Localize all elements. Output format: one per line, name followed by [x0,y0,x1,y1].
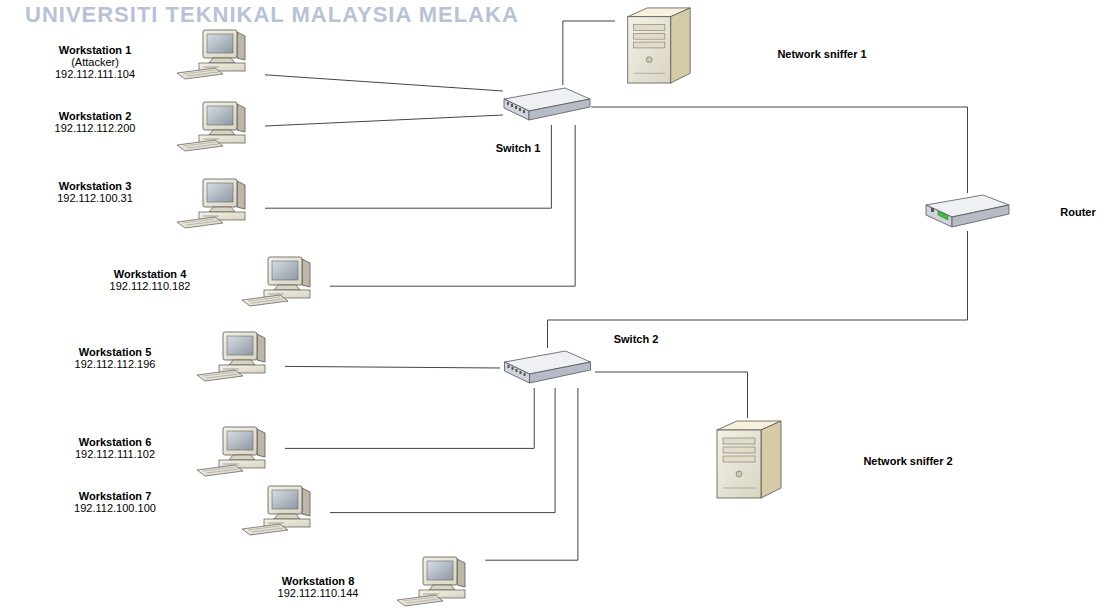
node-name: Switch 2 [614,333,659,345]
node-name: Workstation 6 [75,436,155,448]
workstation-node: Workstation 4192.112.110.182 [240,255,330,307]
network-cable [563,21,615,85]
node-name: Workstation 3 [57,180,133,192]
network-cable [285,366,500,368]
node-label: Workstation 4192.112.110.182 [108,268,193,292]
ip-address: 192.112.100.100 [74,502,156,514]
network-cable [265,115,503,126]
network-cable [591,107,968,193]
workstation-node: Workstation 2192.112.112.200 [175,100,265,152]
node-label: Workstation 7192.112.100.100 [72,490,158,514]
sniffer-node: Network sniffer 1 [615,5,700,85]
sniffer-node: Network sniffer 2 [705,418,790,500]
switch-node: Switch 2 [500,348,595,388]
node-name: Router [1060,206,1095,218]
ip-address: 192.112.112.196 [75,358,156,370]
server-icon [705,418,790,500]
switch-node: Switch 1 [503,85,591,125]
node-name: Workstation 5 [75,346,156,358]
network-cable [265,125,551,208]
ip-address: 192.112.100.31 [57,192,133,204]
ip-address: 192.112.112.200 [55,122,136,134]
network-cable [485,388,578,560]
node-name: Workstation 2 [55,110,136,122]
node-name: Network sniffer 1 [777,48,866,60]
server-icon [615,5,700,85]
node-name: Switch 1 [496,142,541,154]
node-label: Switch 2 [612,333,661,345]
ip-address: 192.112.110.144 [278,587,359,599]
node-label: Workstation 1(Attacker)192.112.111.104 [53,44,137,80]
node-name: Network sniffer 2 [863,455,952,467]
workstation-icon [175,28,265,80]
workstation-icon [240,255,330,307]
node-label: Switch 1 [494,142,543,154]
workstation-node: Workstation 6192.112.111.102 [195,425,285,477]
node-label: Router [1058,206,1097,218]
switch-icon [500,348,595,388]
node-label: Workstation 8192.112.110.144 [276,575,361,599]
network-cable [595,372,748,418]
node-label: Workstation 3192.112.100.31 [55,180,135,204]
node-label: Workstation 2192.112.112.200 [53,110,138,134]
switch-icon [503,85,591,125]
ip-address: 192.112.111.104 [55,68,135,80]
workstation-icon [175,177,265,229]
workstation-node: Workstation 7192.112.100.100 [240,484,330,536]
workstation-node: Workstation 8192.112.110.144 [395,555,485,607]
network-cable [330,388,555,513]
workstation-icon [175,100,265,152]
node-name: Workstation 8 [278,575,359,587]
watermark-text: UNIVERSITI TEKNIKAL MALAYSIA MELAKA [25,3,519,27]
network-cable [330,125,575,286]
network-cable [285,388,534,448]
node-note: (Attacker) [55,56,135,68]
ip-address: 192.112.111.102 [75,448,155,460]
workstation-node: Workstation 3192.112.100.31 [175,177,265,229]
workstation-icon [195,425,285,477]
node-label: Workstation 5192.112.112.196 [73,346,158,370]
node-label: Network sniffer 2 [861,455,954,467]
workstation-icon [395,555,485,607]
node-name: Workstation 4 [110,268,191,280]
workstation-icon [240,484,330,536]
workstation-node: Workstation 5192.112.112.196 [195,330,285,382]
node-name: Workstation 7 [74,490,156,502]
router-icon [925,193,1010,231]
node-label: Network sniffer 1 [775,48,868,60]
ip-address: 192.112.110.182 [110,280,191,292]
network-cable [548,231,968,348]
network-cable [265,75,503,91]
node-name: Workstation 1 [55,44,135,56]
workstation-icon [195,330,285,382]
workstation-node: Workstation 1(Attacker)192.112.111.104 [175,28,265,80]
router-node: Router [925,193,1010,231]
node-label: Workstation 6192.112.111.102 [73,436,157,460]
